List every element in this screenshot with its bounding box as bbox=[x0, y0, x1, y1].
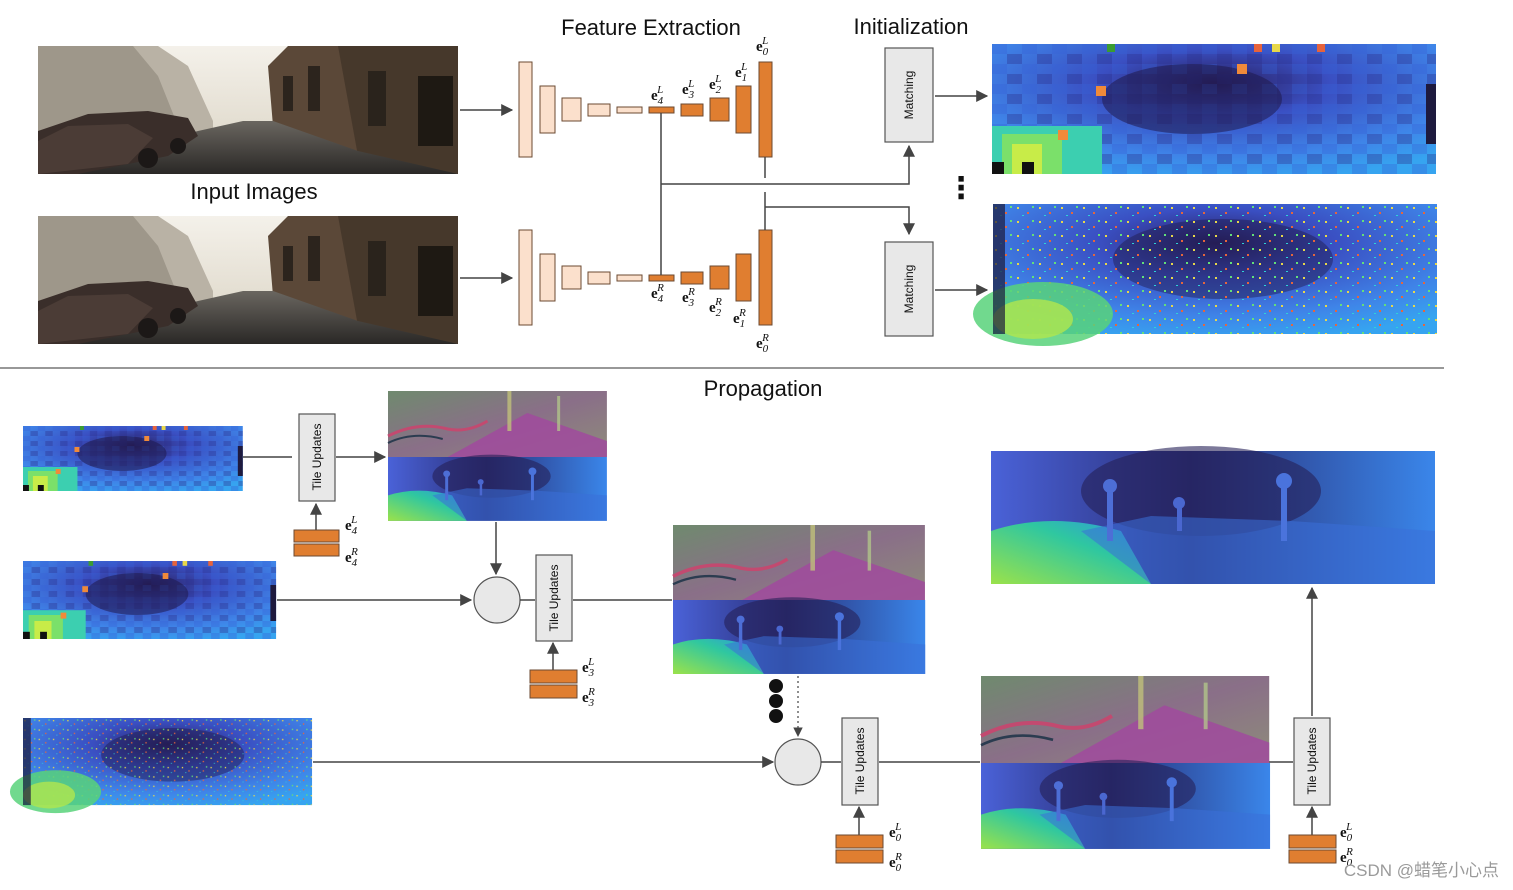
label-row1-e4L: e4L bbox=[345, 514, 358, 537]
svg-text:Tile Updates: Tile Updates bbox=[1305, 728, 1319, 795]
label-e2L: e2L bbox=[709, 73, 722, 96]
label-row2-e3R: e3R bbox=[582, 686, 595, 709]
tile-updates-box-4: Tile Updates bbox=[1293, 717, 1331, 806]
label-e1L: e1L bbox=[735, 61, 747, 84]
label-e4L: e4L bbox=[651, 84, 664, 107]
prop-output-3-features bbox=[979, 674, 1272, 766]
left-encoder bbox=[518, 61, 773, 158]
init-disparity-fine bbox=[973, 204, 1437, 346]
label-row4-e0L: e0L bbox=[1340, 821, 1353, 844]
final-disparity-output bbox=[991, 446, 1435, 584]
right-input-image bbox=[38, 216, 458, 344]
svg-text:Matching: Matching bbox=[902, 71, 916, 120]
svg-text:Tile Updates: Tile Updates bbox=[547, 565, 561, 632]
propagation-dots bbox=[769, 679, 783, 723]
prop-output-2-disparity bbox=[673, 597, 926, 674]
feature-block-3 bbox=[835, 834, 884, 864]
tile-updates-box-2: Tile Updates bbox=[535, 554, 573, 642]
tile-updates-box-1: Tile Updates bbox=[298, 413, 336, 502]
label-row4-e0R: e0R bbox=[1340, 846, 1353, 869]
right-encoder bbox=[518, 229, 773, 326]
feature-block-1 bbox=[293, 529, 340, 557]
label-e0R: e0R bbox=[756, 332, 769, 355]
label-e0L: e0L bbox=[756, 35, 769, 58]
label-row3-e0L: e0L bbox=[889, 821, 902, 844]
svg-text:Matching: Matching bbox=[902, 265, 916, 314]
svg-text:Tile Updates: Tile Updates bbox=[310, 424, 324, 491]
matching-box-top: Matching bbox=[884, 47, 934, 143]
left-input-image bbox=[38, 46, 458, 174]
prop-input-mid bbox=[23, 561, 277, 639]
prop-input-coarse bbox=[23, 426, 243, 491]
label-row3-e0R: e0R bbox=[889, 851, 902, 874]
label-e1R: e1R bbox=[733, 307, 746, 330]
label-e3R: e3R bbox=[682, 286, 695, 309]
label-row1-e4R: e4R bbox=[345, 546, 358, 569]
prop-input-fine bbox=[9, 718, 313, 814]
prop-output-2-features bbox=[671, 523, 927, 602]
init-disparity-coarse bbox=[992, 44, 1436, 174]
propagation-title: Propagation bbox=[704, 376, 823, 401]
combine-node-2 bbox=[774, 738, 822, 786]
right-feature-labels: e4R e3R e2R e1R e0R bbox=[651, 282, 769, 355]
initialization-title: Initialization bbox=[854, 14, 969, 39]
feature-extraction-title: Feature Extraction bbox=[561, 15, 741, 40]
feature-block-2 bbox=[529, 669, 578, 699]
left-feature-labels: e4L e3L e2L e1L e0L bbox=[651, 35, 769, 107]
init-ellipsis: ⋮ bbox=[946, 171, 976, 206]
label-e2R: e2R bbox=[709, 296, 722, 319]
combine-node-1 bbox=[473, 576, 521, 624]
tile-updates-box-3: Tile Updates bbox=[841, 717, 879, 806]
svg-text:Tile Updates: Tile Updates bbox=[853, 728, 867, 795]
watermark: CSDN @蜡笔小心点 bbox=[1344, 861, 1499, 880]
label-e4R: e4R bbox=[651, 282, 664, 305]
matching-box-bottom: Matching bbox=[884, 241, 934, 337]
feature-block-4 bbox=[1288, 834, 1337, 864]
label-row2-e3L: e3L bbox=[582, 656, 595, 679]
matching-connectors bbox=[660, 113, 915, 275]
input-images-title: Input Images bbox=[190, 179, 317, 204]
prop-output-3-disparity bbox=[981, 759, 1271, 849]
label-e3L: e3L bbox=[682, 78, 695, 101]
prop-output-1-features bbox=[386, 389, 609, 459]
prop-output-1-disparity bbox=[388, 454, 607, 521]
